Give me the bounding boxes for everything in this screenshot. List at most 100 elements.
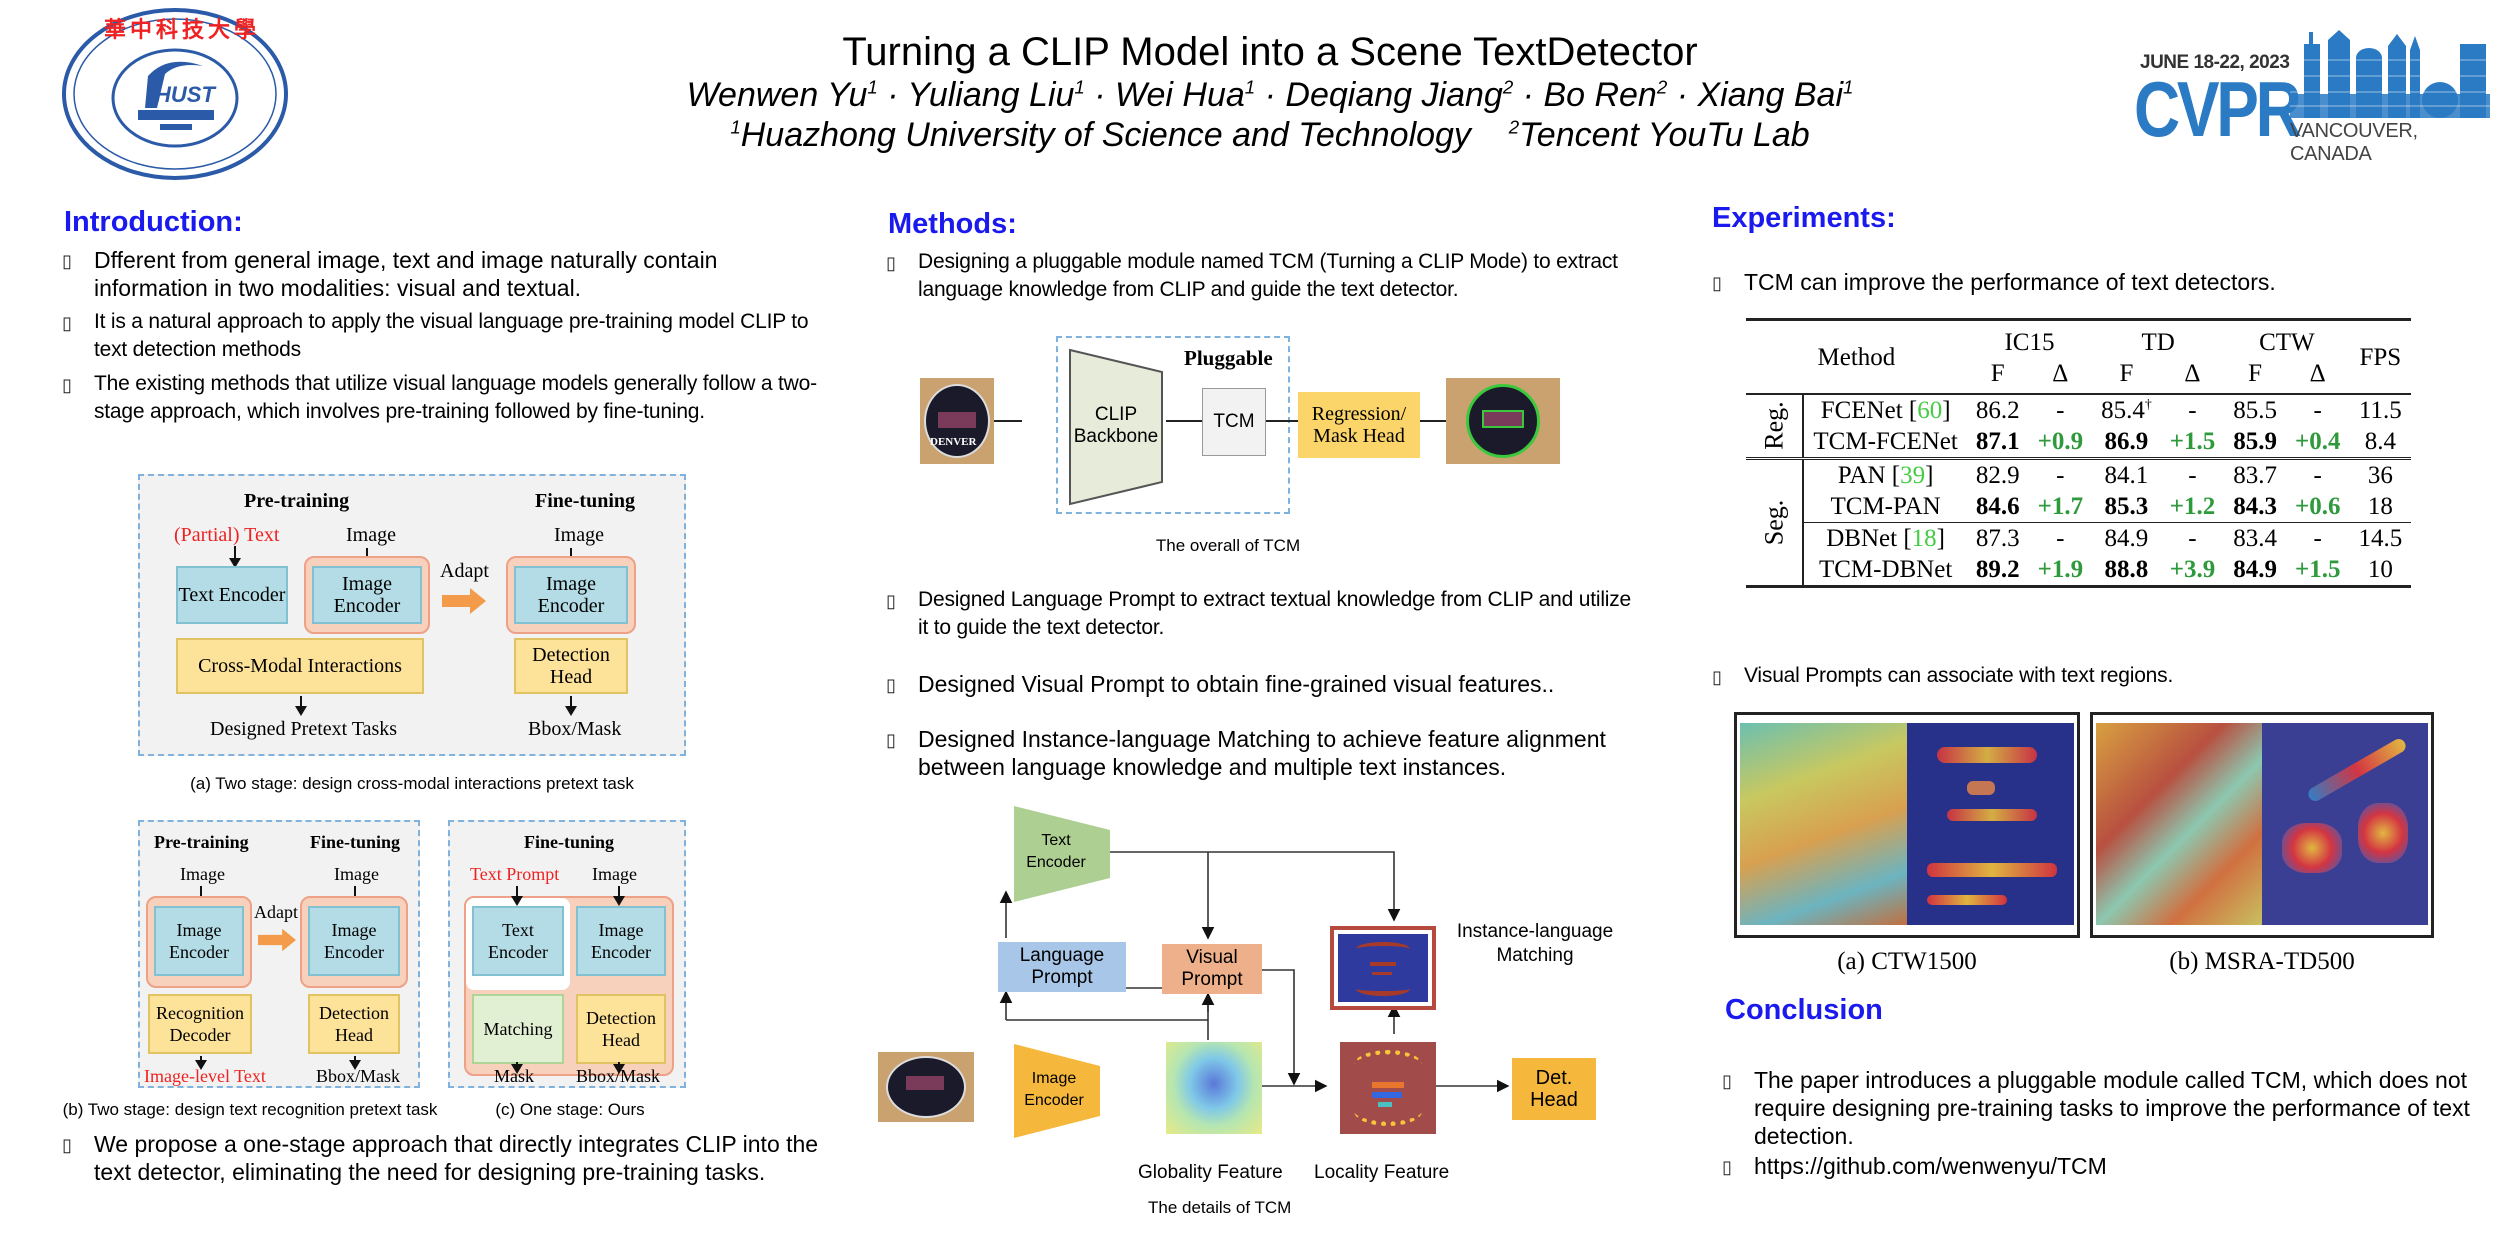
methods-bullet-text: Designed Visual Prompt to obtain fine-gr… (918, 671, 1555, 697)
author-name: Wenwen Yu (686, 76, 868, 114)
clip-backbone-label: CLIP Backbone (1073, 404, 1159, 447)
image-encoder-block: Image Encoder (312, 566, 422, 624)
label-text-prompt: Text Prompt (470, 864, 560, 884)
visual-prompt-block: Visual Prompt (1162, 944, 1262, 994)
author-name: Deqiang Jiang (1285, 76, 1503, 114)
bullet-icon: ▯ (886, 591, 896, 611)
f-score-cell: 85.9 (2233, 428, 2277, 455)
methods-bullets-rest: ▯ Designed Language Prompt to extract te… (886, 586, 1646, 781)
fps-cell: 10 (2367, 556, 2393, 583)
vancouver-skyline-icon (2290, 30, 2490, 118)
group-label: Reg. (1746, 394, 1805, 459)
cvpr-name: CVPR (2134, 65, 2302, 153)
method-cell: TCM-FCENet (1813, 428, 1958, 455)
methods-bullet: ▯ Designed Language Prompt to extract te… (886, 586, 1646, 642)
label-partial-text: (Partial) Text (174, 524, 280, 546)
label-pretraining: Pre-training (244, 490, 350, 512)
citation-link[interactable]: 39 (1900, 462, 1926, 489)
matching-block: Matching (472, 994, 564, 1064)
methods-bullet: ▯ Designed Instance-language Matching to… (886, 725, 1646, 781)
input-image (878, 1052, 974, 1122)
delta-cell: +1.5 (2294, 556, 2341, 583)
image-encoder-label: Image Encoder (1024, 1070, 1084, 1109)
text-encoder-label: Text Encoder (1026, 832, 1086, 871)
tcm-details-connectors (942, 851, 1510, 1093)
instance-matching-label: Instance-language Matching (1456, 921, 1614, 966)
experiments-bullet-text: Visual Prompts can associate with text r… (1744, 664, 2174, 687)
dataset-header: CTW (2259, 329, 2315, 356)
experiments-bullet: ▯ Visual Prompts can associate with text… (1712, 662, 2472, 691)
intro-bullet-text: The existing methods that utilize visual… (94, 372, 817, 423)
bullet-icon: ▯ (62, 1135, 72, 1155)
author-affiliation-mark: 1 (1074, 76, 1085, 98)
f-score-cell: 83.7 (2233, 462, 2277, 489)
adapt-arrow-icon (258, 928, 296, 952)
method-cell: TCM-PAN (1830, 493, 1941, 520)
author-name: Wei Hua (1115, 76, 1245, 114)
locality-feature-map (1340, 1042, 1436, 1134)
label-finetuning: Fine-tuning (535, 490, 636, 512)
f-score-cell: 84.6 (1975, 493, 2020, 520)
intro-bullet: ▯ It is a natural approach to apply the … (62, 308, 822, 364)
f-score-cell: 84.1 (2104, 462, 2149, 489)
cross-modal-block: Cross-Modal Interactions (176, 638, 424, 694)
ctw1500-visualization (1734, 712, 2080, 938)
arrow-right (994, 420, 1022, 422)
author-separator: · (1667, 76, 1698, 114)
intro-bullet-text: We propose a one-stage approach that dir… (94, 1131, 819, 1185)
locality-feature-label: Locality Feature (1314, 1162, 1450, 1183)
methods-bullet-text: Designing a pluggable module named TCM (… (918, 250, 1618, 301)
table-row: Reg.FCENet [60]86.2-85.4†-85.5-11.5 (1746, 394, 2412, 459)
f-score-cell: 86.9 (2104, 428, 2149, 455)
arrow-right (1266, 420, 1298, 422)
language-prompt-block: Language Prompt (998, 942, 1126, 992)
affiliation-name: Huazhong University of Science and Techn… (740, 116, 1471, 154)
label-bbox-mask: Bbox/Mask (576, 1066, 661, 1086)
poster-title: Turning a CLIP Model into a Scene TextDe… (842, 30, 1698, 74)
input-image-text: DENVER (930, 436, 977, 448)
regression-mask-head-block: Regression/ Mask Head (1298, 392, 1420, 458)
affiliation-name: Tencent YouTu Lab (1519, 116, 1810, 154)
label-image-level-text: Image-level Text (144, 1066, 266, 1086)
msra-td500-visualization (2090, 712, 2434, 938)
citation-link[interactable]: 60 (1917, 397, 1943, 424)
label-bbox-mask: Bbox/Mask (528, 718, 622, 740)
experiments-bullet: ▯ TCM can improve the performance of tex… (1712, 268, 2472, 297)
hust-university-seal-icon: HUST (62, 8, 288, 180)
conclusion-bullet-text: The paper introduces a pluggable module … (1754, 1067, 2470, 1149)
intro-bullet: ▯ The existing methods that utilize visu… (62, 370, 822, 426)
input-image: DENVER (920, 378, 994, 464)
f-score-cell: 84.9 (2233, 556, 2277, 583)
github-link[interactable]: https://github.com/wenwenyu/TCM (1754, 1153, 2107, 1179)
metric-header: Δ (2052, 360, 2069, 387)
experiments-bullet-text: TCM can improve the performance of text … (1744, 269, 2276, 295)
delta-cell: - (2056, 525, 2065, 552)
text-encoder-block: Text Encoder (472, 906, 564, 976)
citation-link[interactable]: 18 (1911, 525, 1937, 552)
figure-a-two-stage-cross-modal: Pre-training Fine-tuning (Partial) Text … (138, 474, 686, 756)
bullet-icon: ▯ (886, 730, 896, 750)
image-encoder-block: Image Encoder (308, 906, 400, 976)
author-affiliation-mark: 1 (1244, 76, 1256, 98)
affiliation-number: 1 (730, 116, 741, 138)
tcm-details-caption: The details of TCM (1148, 1198, 1292, 1217)
delta-cell: +1.2 (2169, 493, 2216, 520)
methods-title: Methods: (888, 208, 1017, 240)
cvpr-logo: JUNE 18-22, 2023 CVPR VANCOUVER, CANADA (2130, 30, 2500, 165)
heatmap-right (1907, 723, 2074, 925)
conclusion-title: Conclusion (1725, 994, 1883, 1026)
image-encoder-trapezoid (1014, 1044, 1100, 1138)
delta-cell: - (2313, 525, 2322, 552)
bullet-icon: ▯ (1712, 273, 1722, 293)
f-score-cell: 82.9 (1975, 462, 2020, 489)
fps-cell: 14.5 (2358, 525, 2403, 552)
arrow-down (565, 696, 577, 716)
tcm-block: TCM (1202, 388, 1266, 456)
label-designed-tasks: Designed Pretext Tasks (210, 718, 398, 740)
intro-bullet: ▯ Dfferent from general image, text and … (62, 246, 822, 302)
arrow-down (229, 546, 241, 568)
label-image: Image (554, 524, 604, 546)
